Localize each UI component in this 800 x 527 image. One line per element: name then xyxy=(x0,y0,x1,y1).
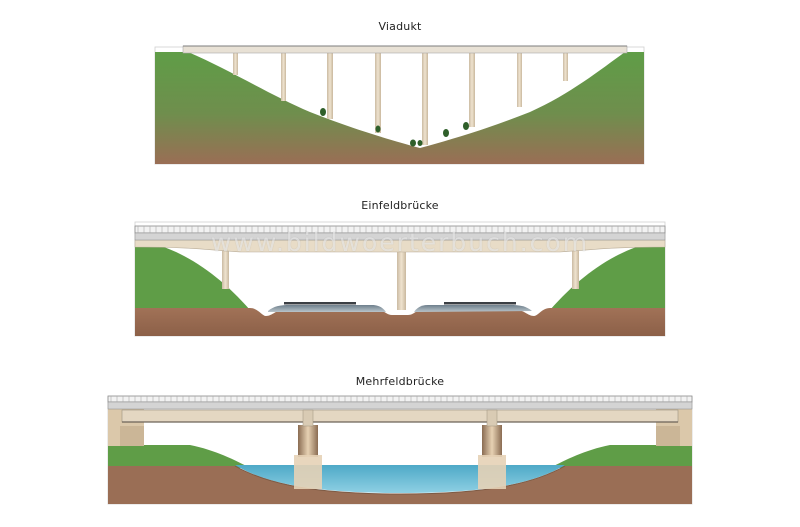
viaduct-pier xyxy=(375,53,381,133)
multi-span-ground xyxy=(108,466,692,504)
viaduct-pier xyxy=(233,53,238,75)
viaduct-deck xyxy=(182,45,628,54)
viaduct-pier xyxy=(563,53,568,81)
multi-span-right-bank xyxy=(550,445,692,468)
single-span-left-post xyxy=(222,250,229,289)
viaduct-pier xyxy=(281,53,286,101)
viaduct-pier xyxy=(517,53,522,107)
multi-span-railing xyxy=(107,395,693,403)
multi-span-bridge-illustration xyxy=(107,395,693,505)
viaduct-valley xyxy=(155,52,644,164)
single-span-railing-posts xyxy=(137,226,661,233)
viaduct-pier xyxy=(422,53,428,145)
multi-span-bridge-title: Mehrfeldbrücke xyxy=(355,375,445,388)
multi-span-pier-left xyxy=(298,425,318,457)
multi-span-railing-posts xyxy=(110,396,688,402)
viaduct-pier xyxy=(327,53,333,119)
single-span-deck xyxy=(134,239,666,253)
viaduct-title: Viadukt xyxy=(378,20,422,33)
single-span-right-post xyxy=(572,250,579,289)
single-span-railing xyxy=(134,225,666,234)
single-span-road-right xyxy=(414,305,532,312)
single-span-ground xyxy=(135,308,665,336)
single-span-bridge-illustration xyxy=(134,221,666,337)
single-span-central-pier xyxy=(397,250,406,310)
single-span-road-left xyxy=(268,305,386,312)
multi-span-girder xyxy=(121,409,679,423)
single-span-left-hill xyxy=(135,240,250,310)
multi-span-left-bank xyxy=(108,445,250,468)
viaduct-pier xyxy=(469,53,475,127)
viaduct-illustration xyxy=(154,45,645,165)
single-span-bridge-title: Einfeldbrücke xyxy=(361,199,439,212)
viaduct-piers xyxy=(233,53,568,145)
viaduct-trees xyxy=(320,108,469,147)
single-span-right-hill xyxy=(550,240,665,310)
multi-span-pier-right xyxy=(482,425,502,457)
